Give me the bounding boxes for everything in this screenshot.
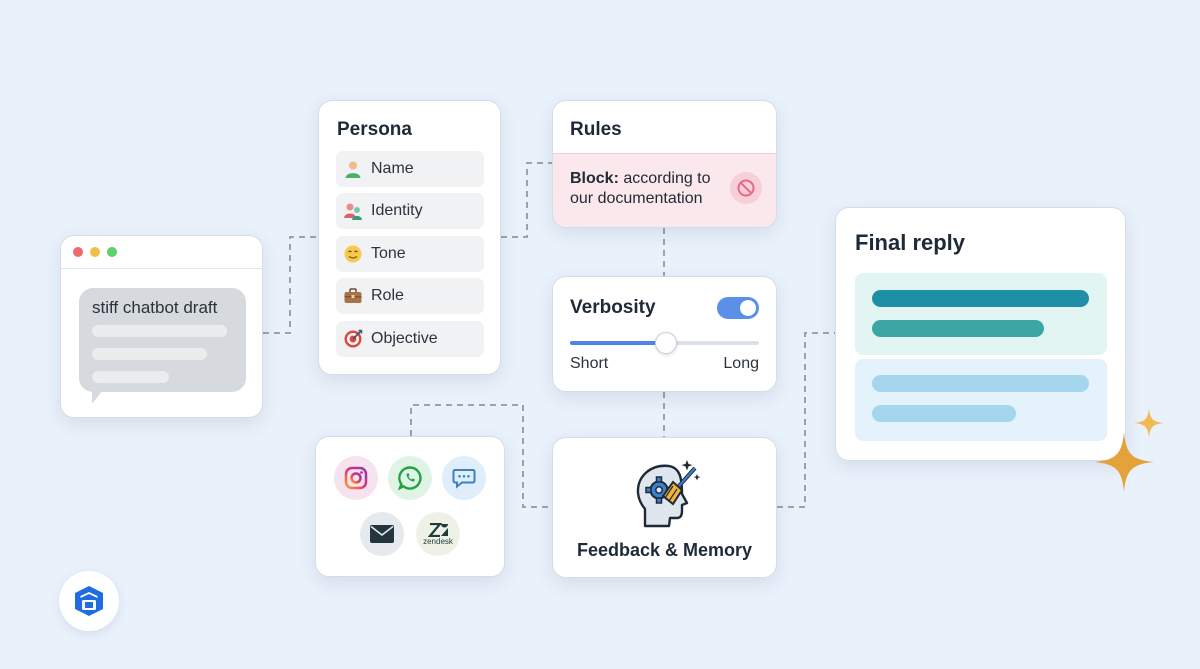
persona-item-label: Role xyxy=(371,287,404,304)
persona-item-name[interactable]: Name xyxy=(336,151,484,187)
slider-fill xyxy=(570,341,665,345)
maximize-dot-icon xyxy=(107,247,117,257)
brand-logo[interactable] xyxy=(59,571,119,631)
verbosity-toggle[interactable] xyxy=(717,297,759,319)
verbosity-title: Verbosity xyxy=(570,297,656,318)
rules-title: Rules xyxy=(570,119,622,140)
persona-item-label: Tone xyxy=(371,245,406,262)
slider-thumb[interactable] xyxy=(654,332,677,354)
feedback-memory-title: Feedback & Memory xyxy=(576,540,753,560)
verbosity-card: Verbosity Short Long xyxy=(552,276,777,392)
final-reply-card: Final reply xyxy=(835,207,1126,461)
toggle-knob xyxy=(740,300,756,316)
persona-item-label: Identity xyxy=(371,202,423,219)
reply-panel-refined xyxy=(855,273,1107,355)
draft-line xyxy=(92,325,227,337)
target-icon xyxy=(343,329,363,349)
block-phrase: according to our documentation xyxy=(570,170,711,207)
draft-text: stiff chatbot draft xyxy=(92,298,218,317)
zendesk-icon[interactable]: zendesk xyxy=(416,512,460,556)
draft-line xyxy=(92,348,207,360)
identity-icon xyxy=(343,201,363,221)
person-icon xyxy=(343,159,363,179)
window-titlebar xyxy=(61,236,262,269)
reply-line xyxy=(872,375,1089,392)
whatsapp-icon[interactable] xyxy=(388,456,432,500)
chat-icon[interactable] xyxy=(442,456,486,500)
logo-icon xyxy=(75,586,103,616)
zendesk-label: zendesk xyxy=(423,536,453,546)
persona-item-objective[interactable]: Objective xyxy=(336,321,484,357)
persona-item-tone[interactable]: Tone xyxy=(336,236,484,272)
bubble-tail xyxy=(92,386,106,404)
draft-bubble: stiff chatbot draft xyxy=(79,288,246,392)
persona-title: Persona xyxy=(337,119,412,140)
final-reply-title: Final reply xyxy=(855,230,966,255)
persona-item-identity[interactable]: Identity xyxy=(336,193,484,229)
rules-card: Rules Block: according to our documentat… xyxy=(552,100,777,228)
instagram-icon[interactable] xyxy=(334,456,378,500)
persona-card: Persona Name Identity Tone Role Objectiv… xyxy=(318,100,501,375)
briefcase-icon xyxy=(343,286,363,306)
slider-max-label: Long xyxy=(723,355,759,372)
persona-item-label: Name xyxy=(371,160,414,177)
reply-panel-draft xyxy=(855,359,1107,441)
persona-item-label: Objective xyxy=(371,330,438,347)
feedback-memory-card: Feedback & Memory xyxy=(552,437,777,578)
channels-card: zendesk xyxy=(315,436,505,577)
block-rule-text: Block: according to our documentation xyxy=(570,169,730,209)
brain-brush-icon xyxy=(629,456,703,537)
block-rule[interactable]: Block: according to our documentation xyxy=(553,153,776,227)
smile-icon xyxy=(343,244,363,264)
slider-min-label: Short xyxy=(570,355,609,372)
close-dot-icon xyxy=(73,247,83,257)
reply-line xyxy=(872,320,1044,337)
sparkle-icon xyxy=(1094,408,1164,492)
reply-line xyxy=(872,290,1089,307)
block-label: Block: xyxy=(570,170,619,187)
draft-line xyxy=(92,371,169,383)
minimize-dot-icon xyxy=(90,247,100,257)
ban-icon[interactable] xyxy=(730,172,762,204)
chatbot-draft-window: stiff chatbot draft xyxy=(60,235,263,418)
email-icon[interactable] xyxy=(360,512,404,556)
persona-item-role[interactable]: Role xyxy=(336,278,484,314)
verbosity-slider[interactable] xyxy=(570,332,759,354)
reply-line xyxy=(872,405,1016,422)
